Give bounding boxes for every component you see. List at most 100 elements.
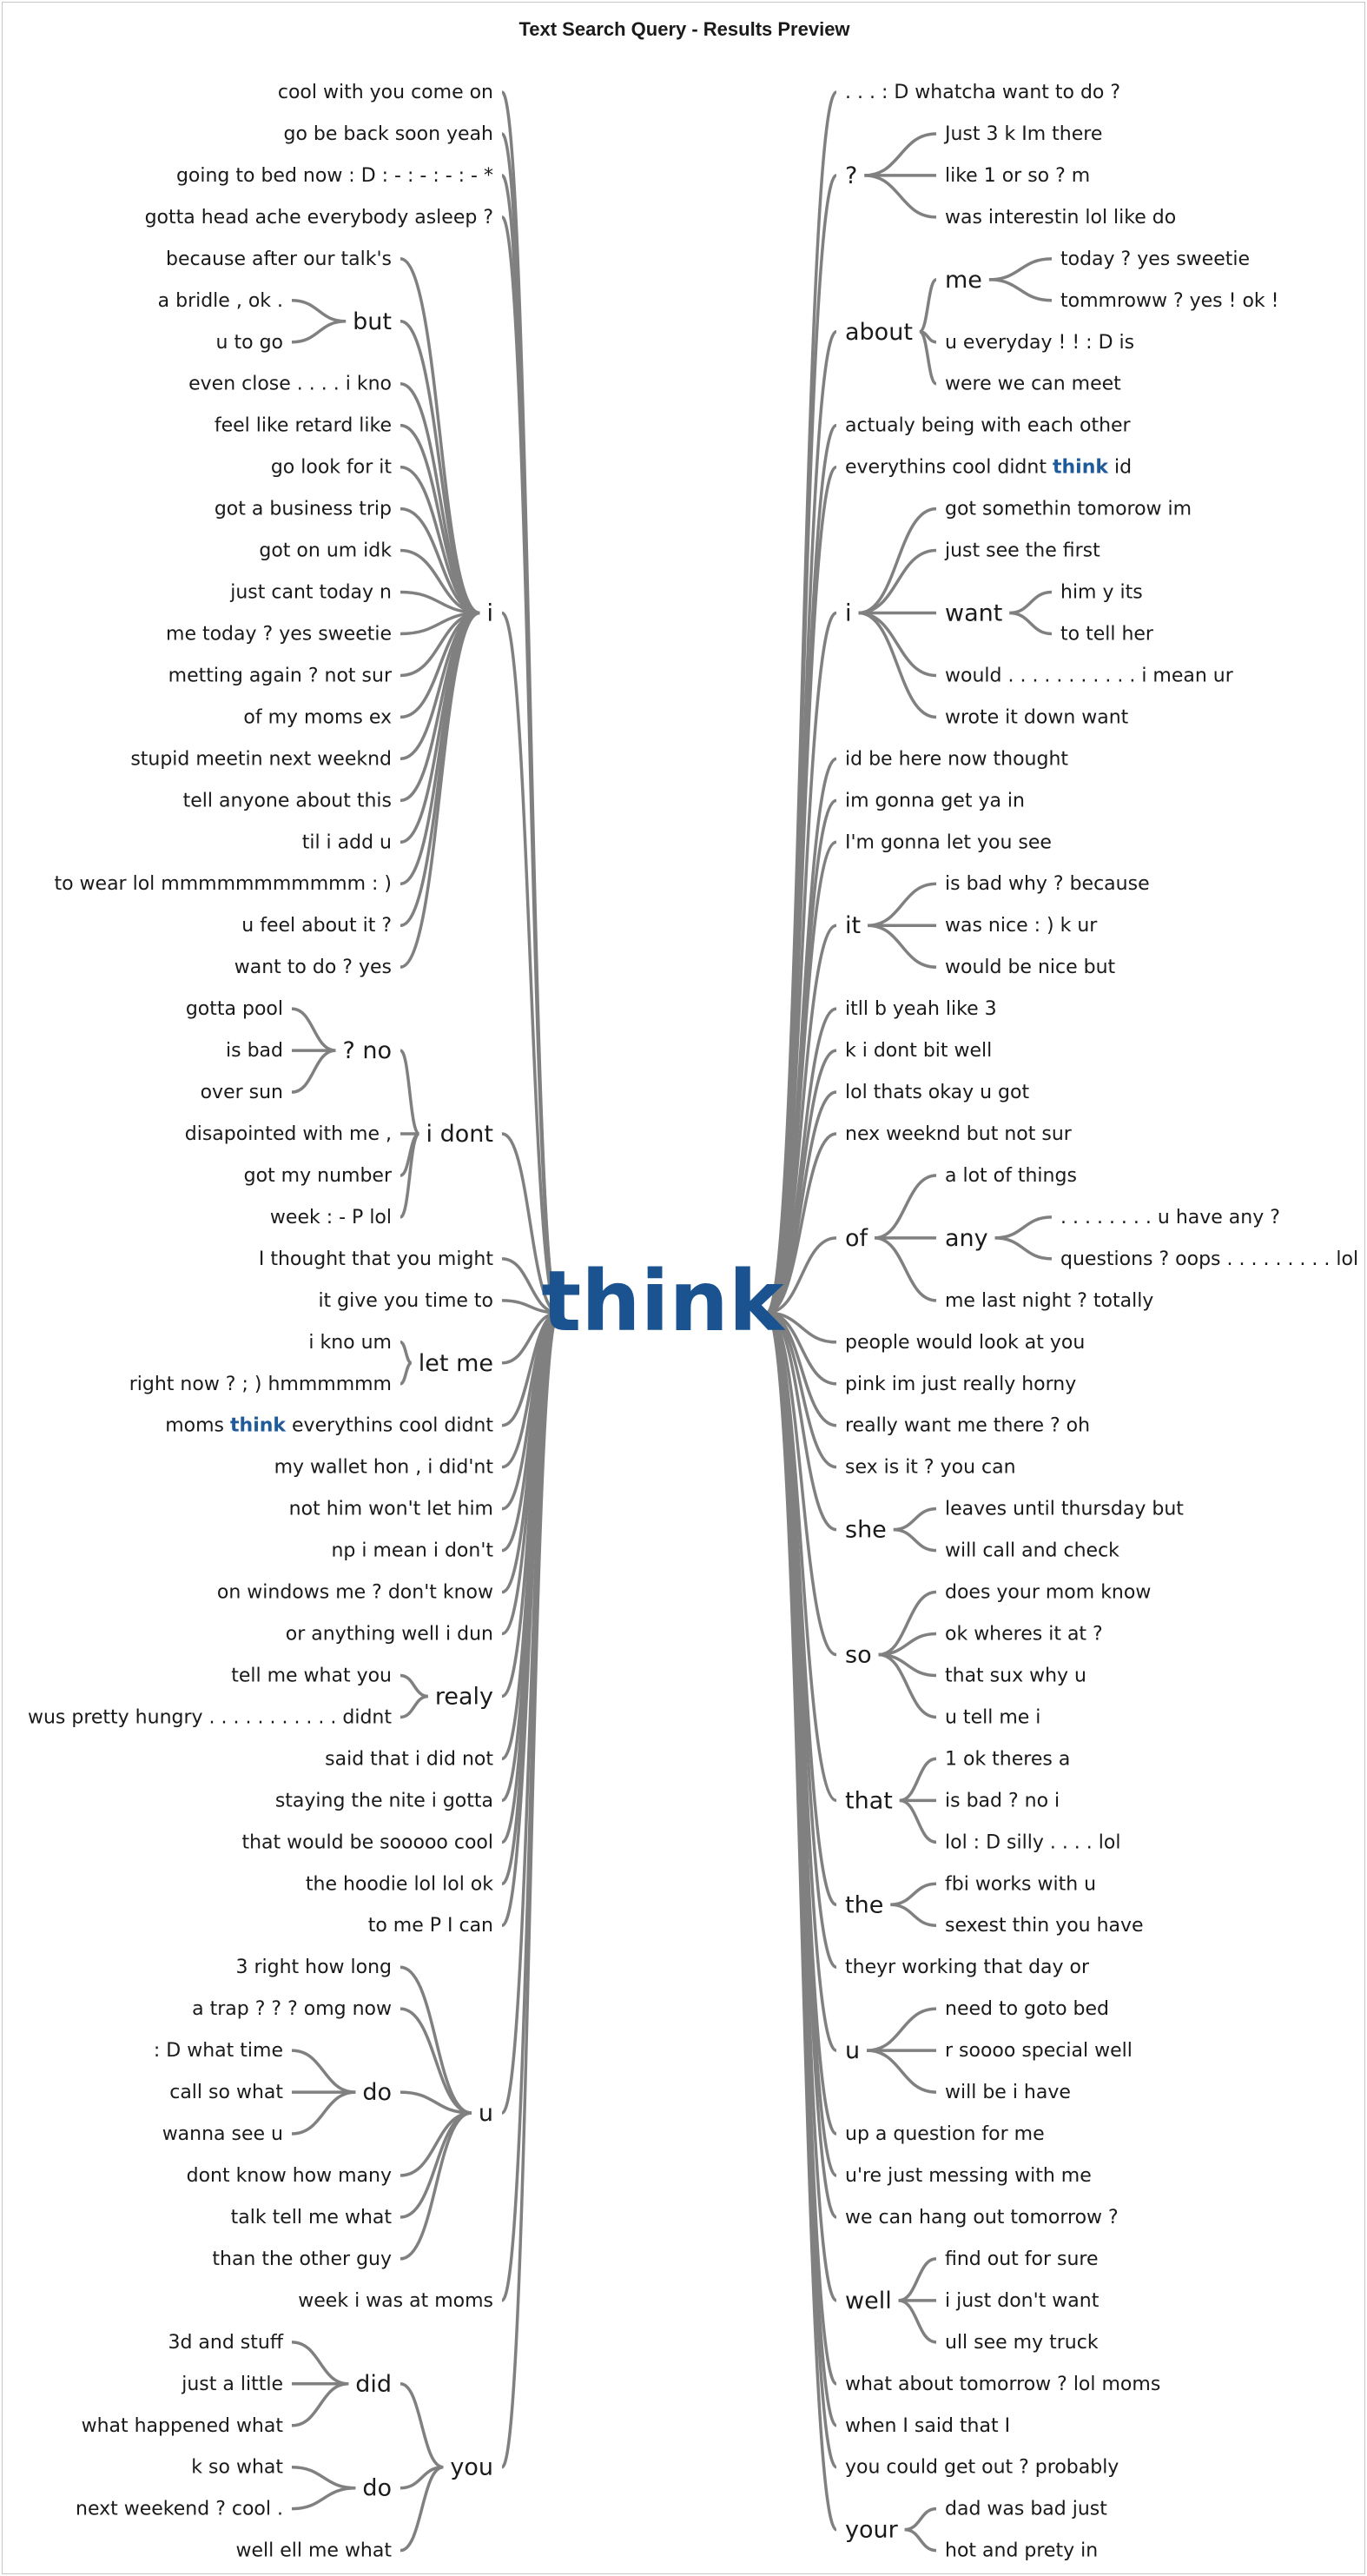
tree-edge (400, 2111, 472, 2261)
tree-edge (291, 2341, 349, 2386)
phrase-label: dad was bad just (945, 2498, 1107, 2520)
phrase-label: over sun (201, 1082, 283, 1103)
phrase-label: like 1 or so ? m (945, 164, 1090, 186)
tree-edge (291, 2465, 356, 2490)
tree-edge (1009, 590, 1053, 615)
phrase-label: will call and check (945, 1540, 1119, 1561)
phrase-label: wanna see u (162, 2123, 283, 2145)
phrase-label: people would look at you (845, 1331, 1085, 1353)
tree-edge (400, 1694, 429, 1719)
phrase-label: next weekend ? cool . (76, 2498, 283, 2520)
phrase-label: what about tomorrow ? lol moms (845, 2373, 1160, 2394)
phrase-label: gotta pool (186, 998, 283, 1020)
tree-edge (878, 1652, 937, 1719)
tree-edge (500, 611, 560, 1314)
tree-edge (400, 381, 480, 615)
phrase-label: got my number (244, 1164, 393, 1186)
phrase-label: said that i did not (325, 1748, 493, 1770)
tree-edge (291, 2486, 356, 2511)
tree-edge (904, 2527, 937, 2553)
branch-word: want (945, 599, 1002, 626)
phrase-label: you could get out ? probably (845, 2456, 1119, 2478)
tree-edge (400, 1673, 429, 1699)
phrase-label: call so what (169, 2082, 283, 2103)
branch-word: realy (435, 1683, 493, 1710)
phrase-label: going to bed now : D : - : - : - : - * (176, 164, 493, 186)
phrase-label: or anything well i dun (286, 1623, 493, 1645)
tree-edge (400, 2465, 444, 2553)
phrase-label: want to do ? yes (234, 957, 392, 978)
phrase-label: sexest thin you have (945, 1915, 1144, 1937)
phrase-label: a trap ? ? ? omg now (192, 1998, 392, 2020)
phrase-label: just see the first (944, 540, 1100, 561)
phrase-label: well ell me what (235, 2540, 392, 2561)
phrase-label: were we can meet (945, 373, 1121, 394)
phrase-label: was interestin lol like do (945, 206, 1176, 228)
branch-word: do (362, 2079, 392, 2106)
tree-edge (400, 2111, 472, 2219)
tree-edge (400, 2382, 444, 2469)
phrase-label: is bad (226, 1040, 283, 1062)
phrase-label: lol thats okay u got (845, 1082, 1029, 1103)
phrase-label: ull see my truck (945, 2331, 1099, 2353)
phrase-label: u feel about it ? (241, 915, 392, 937)
phrase-label: on windows me ? don't know (217, 1581, 493, 1603)
phrase-label: is bad ? no i (945, 1790, 1060, 1811)
tree-edge (400, 320, 480, 615)
tree-edge (501, 1132, 559, 1314)
phrase-label: u tell me i (945, 1706, 1040, 1728)
tree-edge (874, 1174, 937, 1240)
tree-edge (868, 924, 937, 969)
phrase-label: just a little (181, 2373, 283, 2394)
phrase-label: 3 right how long (235, 1957, 392, 1978)
tree-edge (1009, 611, 1053, 636)
tree-nodes: cool with you come on go be back soon yea… (28, 82, 1358, 2562)
phrase-label: up a question for me (845, 2123, 1045, 2145)
branch-word: your (845, 2516, 899, 2543)
phrase-label: it give you time to (318, 1289, 493, 1311)
phrase-label: right now ? ; ) hmmmmmm (129, 1373, 392, 1394)
phrase-label: disapointed with me , (185, 1123, 392, 1145)
branch-word: you (450, 2453, 493, 2480)
phrase-label: will be i have (945, 2082, 1071, 2103)
branch-word: i dont (426, 1121, 493, 1148)
tree-edge (501, 1257, 559, 1314)
tree-edge (858, 548, 937, 615)
phrase-label: wus pretty hungry . . . . . . . . . . . … (28, 1706, 392, 1728)
phrase-label: find out for sure (945, 2248, 1099, 2269)
tree-edge (291, 1049, 336, 1094)
branch-word: i (845, 599, 852, 626)
tree-edge (765, 1311, 838, 2532)
tree-edge (890, 1903, 937, 1927)
phrase-label: gotta head ache everybody asleep ? (145, 206, 493, 228)
phrase-label: got somethin tomorow im (945, 498, 1192, 520)
tree-edge (766, 1311, 837, 1532)
phrase-label: go be back soon yeah (284, 123, 493, 144)
tree-edge (400, 465, 480, 615)
phrase-label: . . . . . . . . u have any ? (1060, 1206, 1280, 1228)
tree-edge (400, 1361, 413, 1386)
phrase-label: stupid meetin next weeknd (130, 748, 392, 770)
branch-word: ? (845, 162, 857, 189)
tree-edge (766, 1236, 837, 1314)
phrase-label: lol : D silly . . . . lol (945, 1831, 1120, 1853)
phrase-label: talk tell me what (231, 2206, 393, 2228)
branch-word: she (845, 1516, 887, 1543)
phrase-label: not him won't let him (289, 1498, 493, 1520)
branch-word: it (845, 912, 861, 939)
phrase-label: tell me what you (231, 1665, 392, 1686)
tree-edge (988, 278, 1053, 302)
phrase-label: cool with you come on (278, 82, 493, 103)
tree-edge (500, 1311, 560, 2469)
phrase-label: what happened what (82, 2414, 284, 2436)
phrase-label: need to goto bed (945, 1998, 1109, 2020)
phrase-label: I'm gonna let you see (845, 831, 1052, 853)
tree-edge (400, 611, 480, 927)
root-word: think (541, 1253, 785, 1350)
branch-word: well (845, 2287, 892, 2314)
branch-word: about (845, 318, 913, 345)
branch-word: the (845, 1891, 883, 1918)
phrase-label: nex weeknd but not sur (845, 1123, 1073, 1145)
tree-edge (867, 2007, 937, 2052)
phrase-label: u everyday ! ! : D is (945, 331, 1134, 353)
